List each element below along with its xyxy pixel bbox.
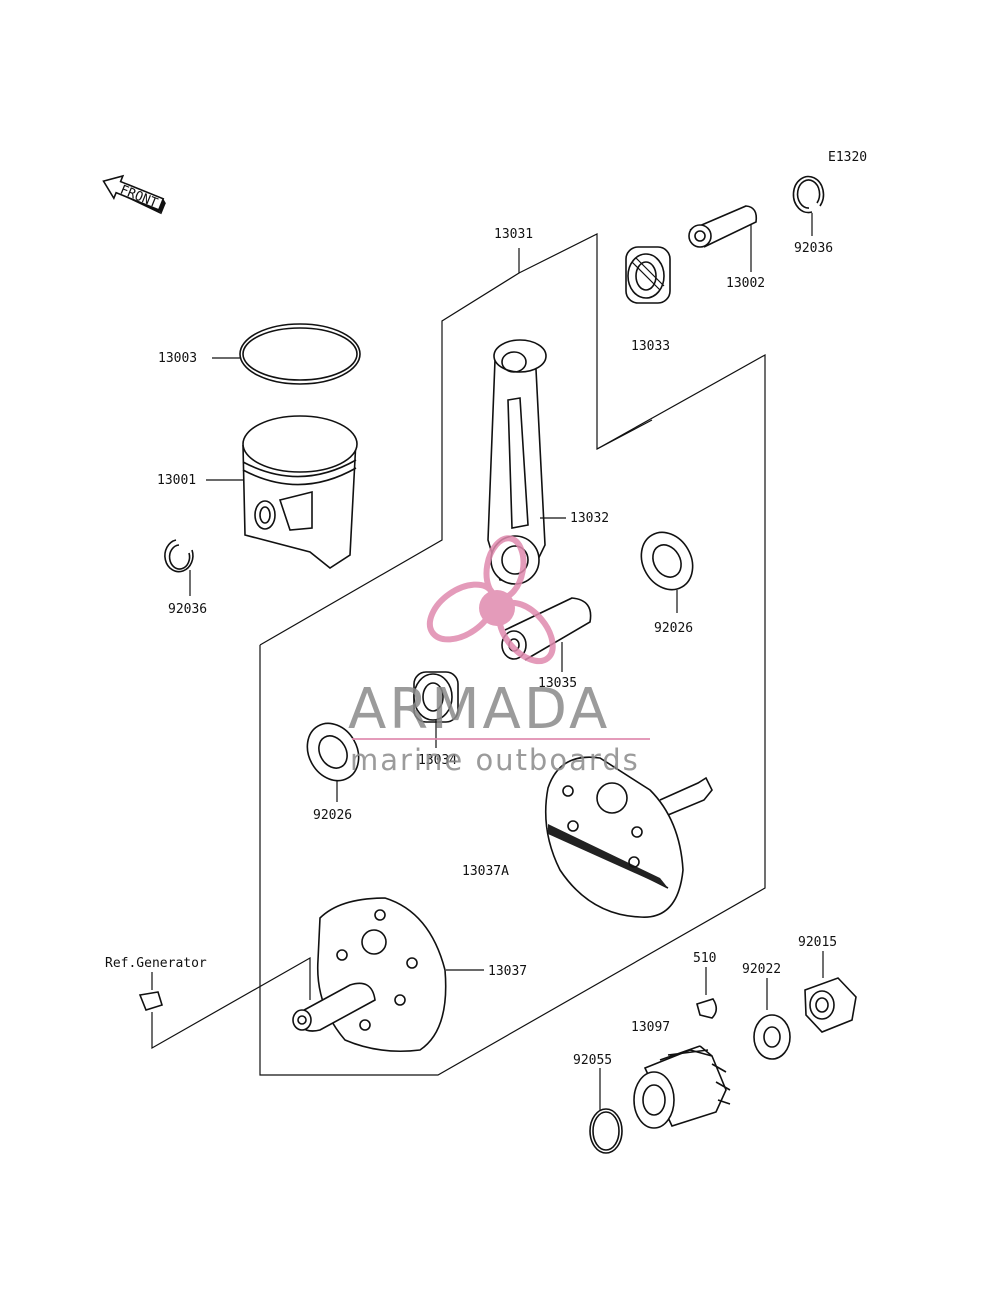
label-13037: 13037 [488,964,527,979]
group-outline-conrod [259,233,653,646]
propeller-icon [426,535,556,665]
o-ring-92055 [589,1068,623,1154]
key-510 [696,967,718,1019]
label-13037A: 13037A [462,864,509,879]
circlip-left [164,539,194,596]
connecting-rod-13032 [487,339,566,585]
piston-ring-13003 [212,323,361,385]
label-13097: 13097 [631,1020,670,1035]
label-13033: 13033 [631,339,670,354]
label-92026-right: 92026 [654,621,693,636]
crank-pin-13002 [688,205,758,272]
label-92026-left: 92026 [313,808,352,823]
front-arrow-icon: FRONT [102,174,166,215]
thrust-washer-right [640,531,694,613]
diagram-code: E1320 [828,150,867,165]
circlip-top [792,175,825,236]
gear-13097 [633,1045,731,1129]
needle-bearing-13033 [625,246,671,304]
watermark-tagline: marine outboards [350,743,640,777]
group-outline-crankshaft [259,353,766,1076]
label-92022: 92022 [742,962,781,977]
label-13031: 13031 [494,227,533,242]
nut-92015 [804,951,857,1033]
front-label: FRONT [118,183,160,212]
label-13003: 13003 [158,351,197,366]
label-92036-top: 92036 [794,241,833,256]
watermark-logo: ARMADA marine outboards [348,535,650,777]
ref-generator-label: Ref.Generator [105,956,207,971]
label-13002: 13002 [726,276,765,291]
crank-half-13037 [292,897,484,1053]
needle-bearing-13034 [413,671,459,748]
label-13035: 13035 [538,676,577,691]
label-13034: 13034 [418,753,457,768]
label-13001: 13001 [157,473,196,488]
woodruff-key-ref [138,956,311,1050]
label-510: 510 [693,951,716,966]
label-92055: 92055 [573,1053,612,1068]
watermark-brand: ARMADA [348,677,610,742]
washer-92022 [753,978,791,1060]
label-13032: 13032 [570,511,609,526]
piston-13001 [206,415,358,569]
crank-half-13037A [544,756,713,918]
label-92015: 92015 [798,935,837,950]
label-92036-left: 92036 [168,602,207,617]
